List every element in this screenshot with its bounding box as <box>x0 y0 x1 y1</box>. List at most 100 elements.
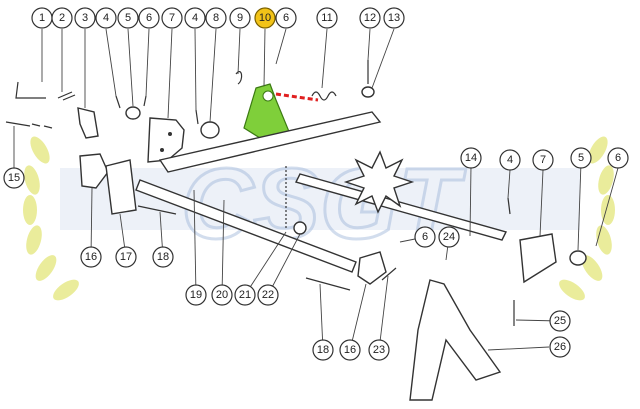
svg-text:4: 4 <box>103 12 109 24</box>
part-lever-1 <box>15 81 46 99</box>
part-link-red <box>275 92 319 102</box>
watermark-band <box>60 168 580 230</box>
svg-text:24: 24 <box>443 231 455 243</box>
callout-24[interactable]: 24 <box>438 226 460 248</box>
part-bolt-15 <box>5 121 53 129</box>
callout-4[interactable]: 4 <box>499 149 521 171</box>
callout-4[interactable]: 4 <box>95 7 117 29</box>
part-bushing-5a <box>125 106 141 120</box>
callout-7[interactable]: 7 <box>532 149 554 171</box>
part-plate-17 <box>105 159 137 215</box>
callout-15[interactable]: 15 <box>3 167 25 189</box>
callout-6[interactable]: 6 <box>414 226 436 248</box>
callout-16[interactable]: 16 <box>339 339 361 361</box>
callout-4[interactable]: 4 <box>184 7 206 29</box>
part-sector-hub <box>262 90 274 102</box>
svg-text:19: 19 <box>190 289 202 301</box>
part-pin-2 <box>57 91 76 101</box>
callout-6[interactable]: 6 <box>275 7 297 29</box>
callout-6[interactable]: 6 <box>607 147 629 169</box>
svg-text:10: 10 <box>259 12 271 24</box>
part-nut-13 <box>361 86 375 98</box>
callout-14[interactable]: 14 <box>460 147 482 169</box>
callout-6[interactable]: 6 <box>138 7 160 29</box>
svg-text:18: 18 <box>317 344 329 356</box>
part-bracket-7b <box>519 233 557 284</box>
svg-text:7: 7 <box>169 12 175 24</box>
callout-18[interactable]: 18 <box>152 246 174 268</box>
callout-16[interactable]: 16 <box>80 246 102 268</box>
svg-text:15: 15 <box>8 172 20 184</box>
part-bushing-8 <box>200 121 220 139</box>
part-bolt-18b <box>305 277 351 291</box>
part-pin-6a <box>143 95 147 107</box>
part-pin-4c <box>507 197 511 215</box>
svg-text:13: 13 <box>388 12 400 24</box>
callout-1[interactable]: 1 <box>31 7 53 29</box>
svg-text:21: 21 <box>239 289 251 301</box>
svg-text:6: 6 <box>283 12 289 24</box>
svg-text:18: 18 <box>157 251 169 263</box>
callout-12[interactable]: 12 <box>359 7 381 29</box>
part-spring-pin-9 <box>235 71 243 85</box>
callout-5[interactable]: 5 <box>117 7 139 29</box>
part-plate-16 <box>79 153 109 189</box>
part-pin-4b <box>195 109 199 125</box>
parts <box>5 60 587 401</box>
callouts: 1 2 3 4 5 6 7 4 8 9 10 6 11 12 13 15 14 … <box>3 7 629 361</box>
callout-3[interactable]: 3 <box>74 7 96 29</box>
callout-23[interactable]: 23 <box>368 339 390 361</box>
part-bolt-18a <box>137 205 177 215</box>
svg-text:23: 23 <box>373 344 385 356</box>
svg-text:6: 6 <box>422 231 428 243</box>
callout-13[interactable]: 13 <box>383 7 405 29</box>
callout-8[interactable]: 8 <box>205 7 227 29</box>
callout-26[interactable]: 26 <box>549 336 571 358</box>
svg-text:2: 2 <box>59 12 65 24</box>
part-fork-26 <box>409 279 502 401</box>
svg-text:5: 5 <box>125 12 131 24</box>
svg-text:5: 5 <box>578 152 584 164</box>
callout-22[interactable]: 22 <box>257 284 279 306</box>
svg-text:20: 20 <box>216 289 228 301</box>
part-bushing-5b <box>569 250 587 266</box>
svg-text:11: 11 <box>321 12 332 24</box>
callout-18[interactable]: 18 <box>312 339 334 361</box>
part-pin-23 <box>381 267 397 281</box>
part-pin-4a <box>115 95 121 109</box>
part-spring-11 <box>311 91 337 101</box>
callout-21[interactable]: 21 <box>234 284 256 306</box>
part-bracket-3 <box>77 107 99 139</box>
callout-5[interactable]: 5 <box>570 147 592 169</box>
callout-2[interactable]: 2 <box>51 7 73 29</box>
callout-17[interactable]: 17 <box>115 246 137 268</box>
svg-text:6: 6 <box>146 12 152 24</box>
callout-20[interactable]: 20 <box>211 284 233 306</box>
svg-text:8: 8 <box>213 12 219 24</box>
part-hole <box>160 148 164 152</box>
svg-text:12: 12 <box>364 12 376 24</box>
svg-text:16: 16 <box>344 344 356 356</box>
svg-text:3: 3 <box>82 12 88 24</box>
part-plate-16b <box>357 251 387 285</box>
part-washer-22 <box>293 221 307 235</box>
svg-text:7: 7 <box>540 154 546 166</box>
svg-text:9: 9 <box>237 12 243 24</box>
callout-9[interactable]: 9 <box>229 7 251 29</box>
svg-text:16: 16 <box>85 251 97 263</box>
part-hole <box>168 132 172 136</box>
svg-text:17: 17 <box>120 251 132 263</box>
callout-11[interactable]: 11 <box>316 7 338 29</box>
svg-text:4: 4 <box>192 12 198 24</box>
callout-19[interactable]: 19 <box>185 284 207 306</box>
svg-text:1: 1 <box>39 12 45 24</box>
part-flat-bar <box>158 111 382 173</box>
callout-25[interactable]: 25 <box>549 310 571 332</box>
svg-text:26: 26 <box>554 341 566 353</box>
callout-10-highlighted[interactable]: 10 <box>254 7 276 29</box>
svg-text:14: 14 <box>465 152 477 164</box>
callout-7[interactable]: 7 <box>161 7 183 29</box>
part-bracket-7a <box>147 117 185 163</box>
